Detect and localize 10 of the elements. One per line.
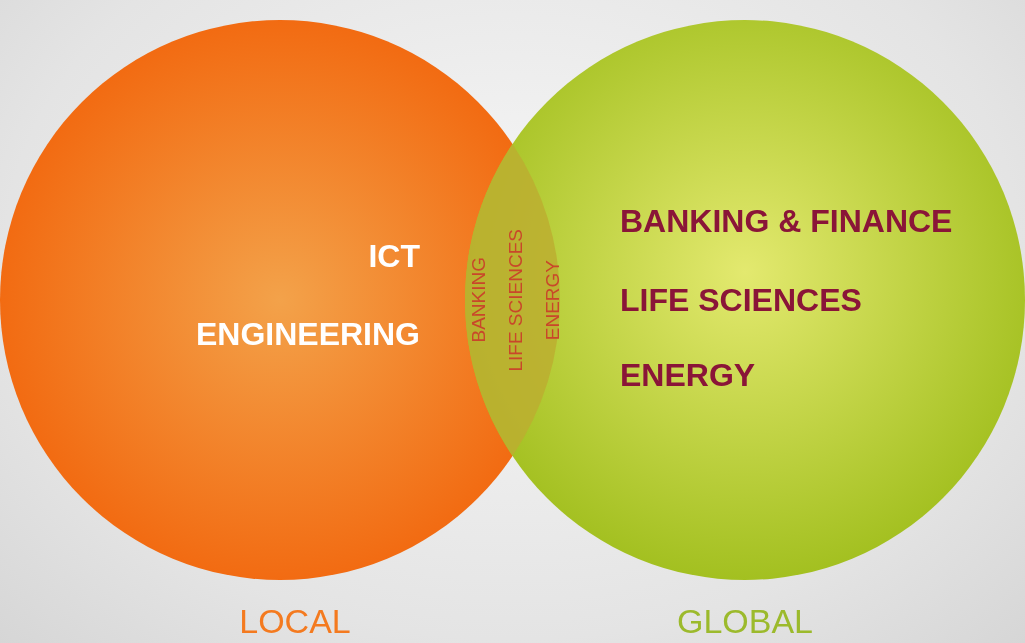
sector-label: ENGINEERING (195, 318, 420, 350)
circle-title: LOCAL (239, 604, 351, 638)
sector-label: LIFE SCIENCES (505, 228, 525, 372)
circle-title: GLOBAL (676, 604, 814, 638)
sector-label: LIFE SCIENCES (620, 284, 862, 316)
sector-label: BANKING (468, 257, 488, 343)
sector-label: BANKING & FINANCE (620, 205, 953, 237)
sector-label: ICT (368, 240, 420, 272)
sector-label: ENERGY (542, 259, 562, 341)
sector-label: ENERGY (620, 359, 756, 391)
